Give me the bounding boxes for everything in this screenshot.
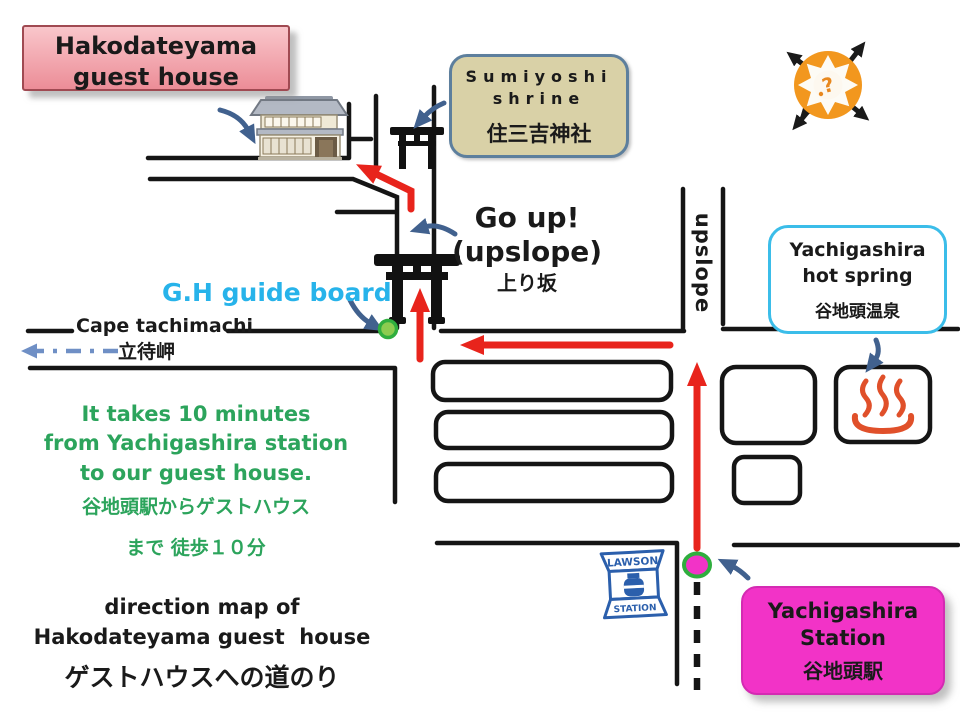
building-block-1 xyxy=(430,359,674,403)
shrine-name-en-1: Sumiyoshi xyxy=(465,67,613,86)
guide-board-label: G.H guide board xyxy=(162,278,392,307)
cape-tachimachi-label-jp: 立待岬 xyxy=(118,341,176,363)
guesthouse-title-line2: guest house xyxy=(73,63,239,92)
lawson-sign-bottom-text: STATION xyxy=(613,603,656,615)
station-label-box: Yachigashira Station 谷地頭駅 xyxy=(741,586,945,695)
upslope-road-label: upslope xyxy=(691,212,716,314)
lawson-station-sign: LAWSON STATION xyxy=(599,549,668,620)
shrine-label-box: Sumiyoshi shrine 住三吉神社 xyxy=(449,54,629,158)
map-caption-line1: direction map of xyxy=(104,595,300,619)
map-caption-line2: Hakodateyama guest house xyxy=(33,625,371,650)
building-block-3 xyxy=(433,461,675,504)
building-block-5 xyxy=(731,454,803,506)
station-name-jp: 谷地頭駅 xyxy=(803,658,883,683)
lawson-sign-top-text: LAWSON xyxy=(607,555,659,570)
hot-spring-name-en-1: Yachigashira xyxy=(789,239,926,261)
guide-board-dot xyxy=(377,318,399,340)
shrine-name-en-2: shrine xyxy=(492,88,586,108)
torii-gate-large-icon xyxy=(374,254,460,324)
hot-spring-label-box: Yachigashira hot spring 谷地頭温泉 xyxy=(768,225,947,334)
road-main-south-edge xyxy=(27,365,398,505)
arrow-go-up xyxy=(409,217,458,237)
arrow-to-guesthouse xyxy=(217,107,256,145)
guest-house-illustration xyxy=(249,96,349,160)
travel-note-line5-jp: まで 徒歩１０分 xyxy=(126,537,266,560)
station-name-en-1: Yachigashira xyxy=(767,599,919,623)
hot-spring-name-en-2: hot spring xyxy=(802,264,913,287)
arrow-to-shrine-torii xyxy=(413,100,447,129)
travel-note-line2: from Yachigashira station xyxy=(43,431,349,456)
travel-time-note: It takes 10 minutes from Yachigashira st… xyxy=(28,400,364,560)
arrow-to-hot-spring xyxy=(865,337,884,373)
arrow-to-station-stop xyxy=(717,558,751,581)
route-arrows xyxy=(356,164,707,552)
building-block-2 xyxy=(433,409,675,451)
shrine-name-jp: 住三吉神社 xyxy=(486,122,592,147)
station-name-en-2: Station xyxy=(800,626,886,651)
go-up-line1: Go up! xyxy=(474,201,580,234)
cape-tachimachi-label: Cape tachimachi xyxy=(76,315,253,337)
go-up-line2: (upslope) xyxy=(451,234,603,268)
arrow-to-guide-board xyxy=(347,297,384,332)
road-station-area xyxy=(434,540,960,687)
guesthouse-title-box: Hakodateyama guest house xyxy=(22,25,290,91)
map-caption: direction map of Hakodateyama guest hous… xyxy=(28,592,376,694)
roads xyxy=(25,84,960,687)
travel-note-line4-jp: 谷地頭駅からゲストハウス xyxy=(81,496,310,519)
compass-rose-icon: ? xyxy=(786,41,870,131)
road-upslope-street xyxy=(680,186,726,332)
go-up-label: Go up! (upslope) 上り坂 xyxy=(438,201,616,295)
buildings xyxy=(430,359,933,506)
map-caption-line3-jp: ゲストハウスへの道のり xyxy=(64,662,340,692)
guesthouse-title-line1: Hakodateyama xyxy=(54,32,258,60)
station-stop-dot xyxy=(682,551,712,579)
hot-spring-name-jp: 谷地頭温泉 xyxy=(815,302,900,323)
building-block-4 xyxy=(719,364,818,446)
travel-note-line1: It takes 10 minutes xyxy=(81,402,311,426)
route-arrow-to-guesthouse xyxy=(356,164,415,213)
go-up-line3-jp: 上り坂 xyxy=(497,271,557,296)
annotation-arrows xyxy=(217,100,884,581)
hot-spring-icon xyxy=(851,374,915,435)
torii-gate-small-icon xyxy=(390,127,444,169)
milk-can-icon xyxy=(627,572,640,579)
travel-note-line3: to our guest house. xyxy=(80,460,312,485)
